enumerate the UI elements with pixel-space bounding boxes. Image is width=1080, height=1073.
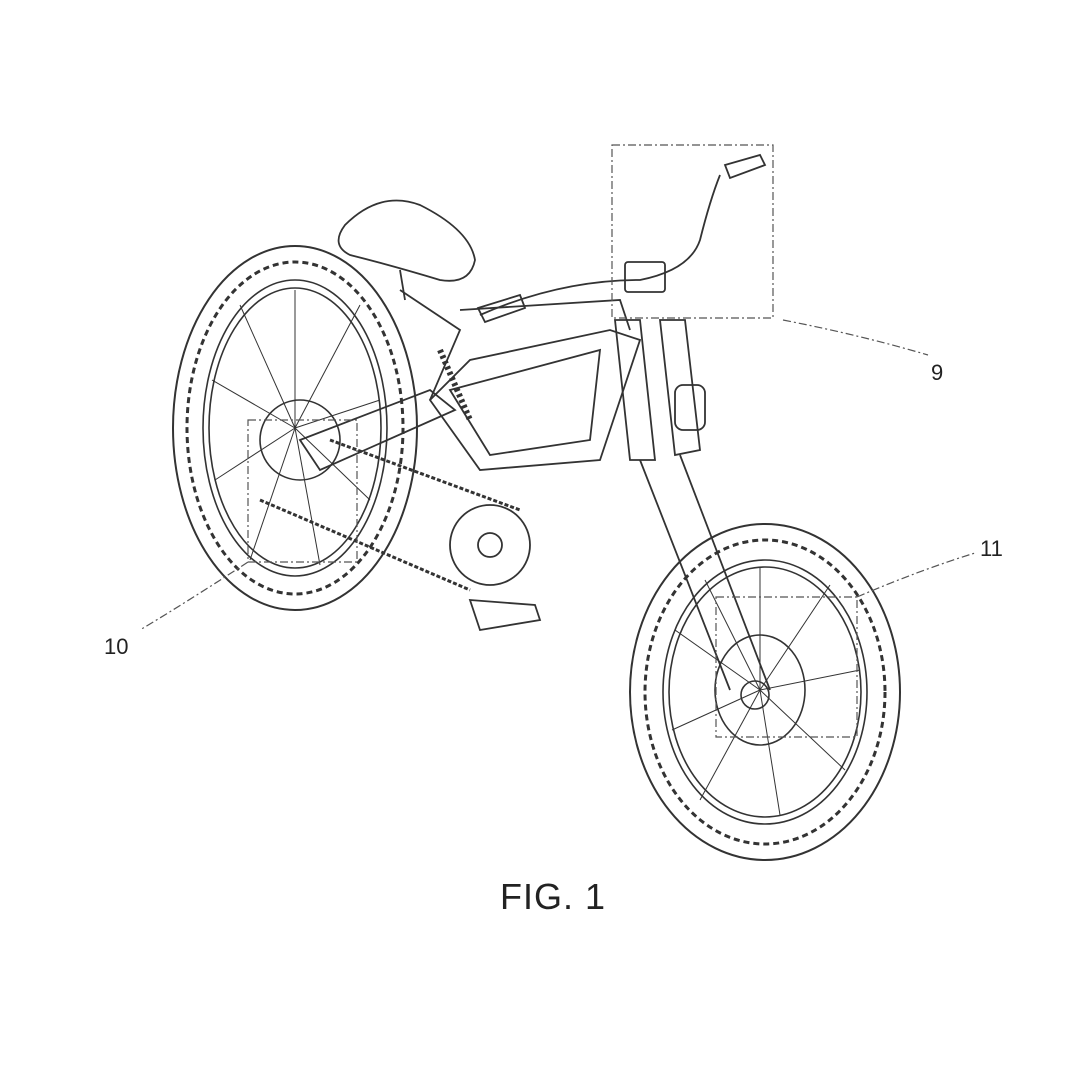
callout-box-10 xyxy=(247,419,358,563)
reference-numeral-9: 9 xyxy=(931,360,944,385)
rear-wheel xyxy=(172,245,418,611)
front-wheel xyxy=(629,523,901,861)
leader-line-9 xyxy=(782,319,929,356)
callout-box-11 xyxy=(715,596,858,738)
reference-numeral-10: 10 xyxy=(104,634,129,659)
figure-caption: FIG. 1 xyxy=(500,876,607,917)
leader-line-10 xyxy=(139,561,249,631)
front-fork xyxy=(613,319,771,691)
callout-boxes xyxy=(139,144,976,738)
frame xyxy=(298,289,642,472)
seat xyxy=(337,199,476,301)
leader-line-11 xyxy=(856,552,976,598)
reference-numeral-11: 11 xyxy=(980,536,1003,561)
callout-box-9 xyxy=(611,144,774,319)
handlebar xyxy=(476,153,767,324)
drivetrain xyxy=(259,438,542,632)
